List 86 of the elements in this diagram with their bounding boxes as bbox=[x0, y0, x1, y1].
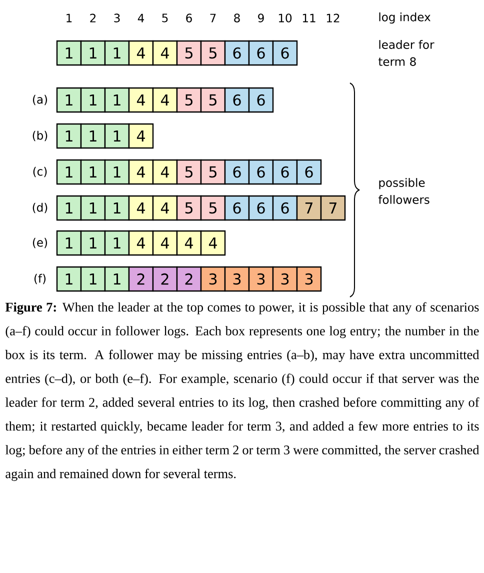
log-entry-box: 4 bbox=[200, 230, 226, 256]
log-index-number: 5 bbox=[162, 14, 168, 22]
log-index-number: 3 bbox=[114, 14, 120, 22]
log-entry-box: 3 bbox=[200, 266, 226, 292]
log-entry-box: 1 bbox=[104, 195, 130, 221]
log-entry-box: 1 bbox=[80, 230, 106, 256]
log-entry-box: 4 bbox=[152, 159, 178, 185]
log-index-number: 8 bbox=[234, 14, 240, 22]
log-entry-box: 5 bbox=[200, 40, 226, 66]
log-index-number: 10 bbox=[278, 14, 292, 22]
log-entry-box: 3 bbox=[272, 266, 298, 292]
log-entry-box: 1 bbox=[80, 159, 106, 185]
log-index-number: 11 bbox=[302, 14, 316, 22]
log-entry-box: 1 bbox=[104, 87, 130, 113]
log-entry-box: 1 bbox=[56, 123, 82, 149]
log-index-number: 4 bbox=[138, 14, 144, 22]
log-entry-box: 1 bbox=[80, 123, 106, 149]
log-entry-box: 5 bbox=[200, 87, 226, 113]
group-label: possible followers bbox=[378, 178, 430, 204]
log-entry-box: 5 bbox=[200, 195, 226, 221]
log-entry-box: 2 bbox=[128, 266, 154, 292]
log-entry-box: 1 bbox=[80, 87, 106, 113]
log-entry-box: 4 bbox=[128, 159, 154, 185]
log-entry-box: 6 bbox=[272, 159, 298, 185]
log-entry-box: 6 bbox=[224, 159, 250, 185]
log-entry-box: 4 bbox=[128, 87, 154, 113]
log-index-number: 2 bbox=[90, 14, 96, 22]
log-entry-box: 1 bbox=[56, 159, 82, 185]
log-index-number: 7 bbox=[210, 14, 216, 22]
log-entry-box: 1 bbox=[104, 40, 130, 66]
log-entry-box: 3 bbox=[248, 266, 274, 292]
log-entry-box: 6 bbox=[224, 87, 250, 113]
log-entry-box: 4 bbox=[152, 230, 178, 256]
log-entry-box: 4 bbox=[128, 123, 154, 149]
log-entry-box: 1 bbox=[80, 266, 106, 292]
log-entry-box: 1 bbox=[80, 40, 106, 66]
log-index-number: 9 bbox=[258, 14, 264, 22]
log-entry-box: 1 bbox=[104, 230, 130, 256]
row-label: (d) bbox=[32, 202, 48, 214]
log-entry-box: 1 bbox=[56, 195, 82, 221]
row-label: leader for term 8 bbox=[378, 40, 434, 66]
log-entry-box: 5 bbox=[176, 159, 202, 185]
log-entry-box: 4 bbox=[176, 230, 202, 256]
log-entry-box: 6 bbox=[224, 40, 250, 66]
log-entry-box: 6 bbox=[248, 159, 274, 185]
log-entry-box: 5 bbox=[200, 159, 226, 185]
log-entry-box: 6 bbox=[296, 159, 322, 185]
log-entry-box: 1 bbox=[104, 123, 130, 149]
row-label: (e) bbox=[32, 238, 48, 248]
log-entry-box: 4 bbox=[152, 40, 178, 66]
log-index-number: 1 bbox=[66, 14, 72, 22]
log-entry-box: 4 bbox=[128, 230, 154, 256]
log-entry-box: 4 bbox=[152, 87, 178, 113]
log-entry-box: 3 bbox=[224, 266, 250, 292]
log-entry-box: 6 bbox=[272, 195, 298, 221]
log-entry-box: 1 bbox=[80, 195, 106, 221]
log-entry-box: 4 bbox=[128, 195, 154, 221]
log-entry-box: 6 bbox=[248, 87, 274, 113]
log-entry-box: 1 bbox=[56, 87, 82, 113]
log-entry-box: 5 bbox=[176, 195, 202, 221]
log-entry-box: 3 bbox=[296, 266, 322, 292]
log-entry-box: 4 bbox=[152, 195, 178, 221]
log-entry-box: 6 bbox=[224, 195, 250, 221]
log-entry-box: 5 bbox=[176, 87, 202, 113]
log-entry-box: 6 bbox=[272, 40, 298, 66]
log-entry-box: 2 bbox=[176, 266, 202, 292]
log-entry-box: 1 bbox=[56, 40, 82, 66]
figure-caption: Figure 7: When the leader at the top comes to power, it is possible that any of scenarios (a–f) could occur in follower logs. Each box represents one log entry; the number in the box is its term. A follower may be missing entries (a–b), may have extra uncommitted entries (c–d), or both (e–f). For example, scenario (f) could occur if that server was the leader for term 2, added several entries to its log, then crashed before committing any of them; it restarted quickly, became leader for term 3, and added a few more entries to its log; before any of the entries in either term 2 or term 3 were committed, the server crashed again and remained down for several terms. bbox=[5, 302, 480, 481]
log-entry-box: 1 bbox=[56, 266, 82, 292]
row-label: (c) bbox=[33, 166, 47, 178]
log-entry-box: 7 bbox=[296, 195, 322, 221]
row-label: (b) bbox=[32, 130, 48, 142]
log-entry-box: 4 bbox=[128, 40, 154, 66]
log-entry-box: 6 bbox=[248, 40, 274, 66]
log-entry-box: 1 bbox=[104, 266, 130, 292]
log-entry-box: 1 bbox=[56, 230, 82, 256]
log-entry-box: 6 bbox=[248, 195, 274, 221]
row-label: (f) bbox=[34, 274, 46, 284]
log-entry-box: 5 bbox=[176, 40, 202, 66]
log-entry-box: 1 bbox=[104, 159, 130, 185]
log-index-number: 6 bbox=[186, 14, 192, 22]
log-index-number: 12 bbox=[326, 14, 340, 22]
row-label: (a) bbox=[32, 94, 48, 106]
log-entry-box: 7 bbox=[320, 195, 346, 221]
axis-label: log index bbox=[379, 12, 430, 24]
log-entry-box: 2 bbox=[152, 266, 178, 292]
